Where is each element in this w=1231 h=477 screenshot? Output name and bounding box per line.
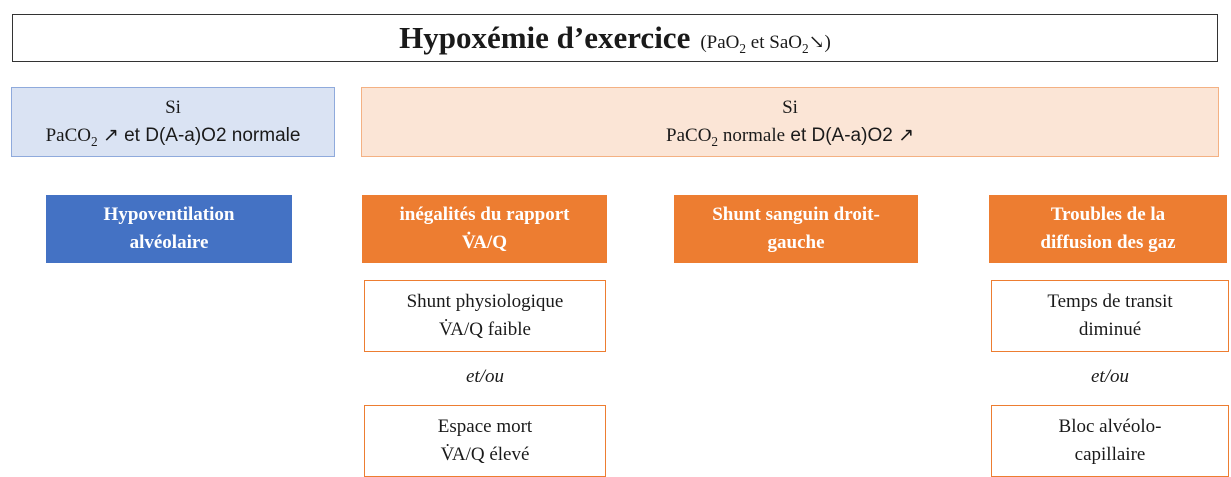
detail-espace-mort: Espace mort V̇A/Q élevé: [364, 405, 606, 477]
mechanism-va-q-line1: inégalités du rapport: [399, 204, 570, 225]
detail-temps-transit: Temps de transit diminué: [991, 280, 1229, 352]
condition-other: Si PaCO2 normale et D(A-a)O2 ↗: [361, 87, 1219, 157]
detail-bloc-alveolo-capillaire: Bloc alvéolo- capillaire: [991, 405, 1229, 477]
title-params: (PaO2 et SaO2↘): [700, 32, 831, 56]
mechanism-diffusion-line2: diffusion des gaz: [1040, 232, 1176, 253]
mechanism-hypoventilation-line2: alvéolaire: [129, 232, 209, 253]
mechanism-va-q: inégalités du rapport V̇A/Q: [362, 195, 607, 263]
condition-si-right: Si: [782, 97, 798, 118]
condition-si-left: Si: [165, 97, 181, 118]
condition-hypoventilation: Si PaCO2 ↗ et D(A-a)O2 normale: [11, 87, 335, 157]
mechanism-shunt-line1: Shunt sanguin droit-: [712, 204, 880, 225]
mechanism-shunt: Shunt sanguin droit- gauche: [674, 195, 918, 263]
detail-shunt-physiologique-line1: Shunt physiologique: [406, 291, 564, 312]
detail-shunt-physiologique-line2: V̇A/Q faible: [439, 319, 531, 340]
detail-temps-transit-line1: Temps de transit: [1047, 291, 1173, 312]
mechanism-diffusion-line1: Troubles de la: [1050, 204, 1166, 225]
mechanism-diffusion: Troubles de la diffusion des gaz: [989, 195, 1227, 263]
detail-bloc-line1: Bloc alvéolo-: [1058, 416, 1162, 437]
condition-text-left: PaCO2 ↗ et D(A-a)O2 normale: [45, 125, 301, 149]
et-ou-right: et/ou: [1091, 366, 1129, 387]
title-box: Hypoxémie d’exercice (PaO2 et SaO2↘): [12, 14, 1218, 62]
detail-espace-mort-line1: Espace mort: [437, 416, 533, 437]
mechanism-hypoventilation: Hypoventilation alvéolaire: [46, 195, 292, 263]
mechanism-va-q-line2: V̇A/Q: [461, 232, 508, 253]
mechanism-shunt-line2: gauche: [767, 232, 825, 253]
mechanism-hypoventilation-line1: Hypoventilation: [103, 204, 235, 225]
title-main: Hypoxémie d’exercice: [399, 20, 691, 55]
et-ou-left: et/ou: [466, 366, 504, 387]
detail-espace-mort-line2: V̇A/Q élevé: [440, 444, 530, 465]
detail-temps-transit-line2: diminué: [1078, 319, 1142, 340]
detail-bloc-line2: capillaire: [1074, 444, 1146, 465]
condition-text-right: PaCO2 normale et D(A-a)O2 ↗: [666, 125, 914, 149]
detail-shunt-physiologique: Shunt physiologique V̇A/Q faible: [364, 280, 606, 352]
